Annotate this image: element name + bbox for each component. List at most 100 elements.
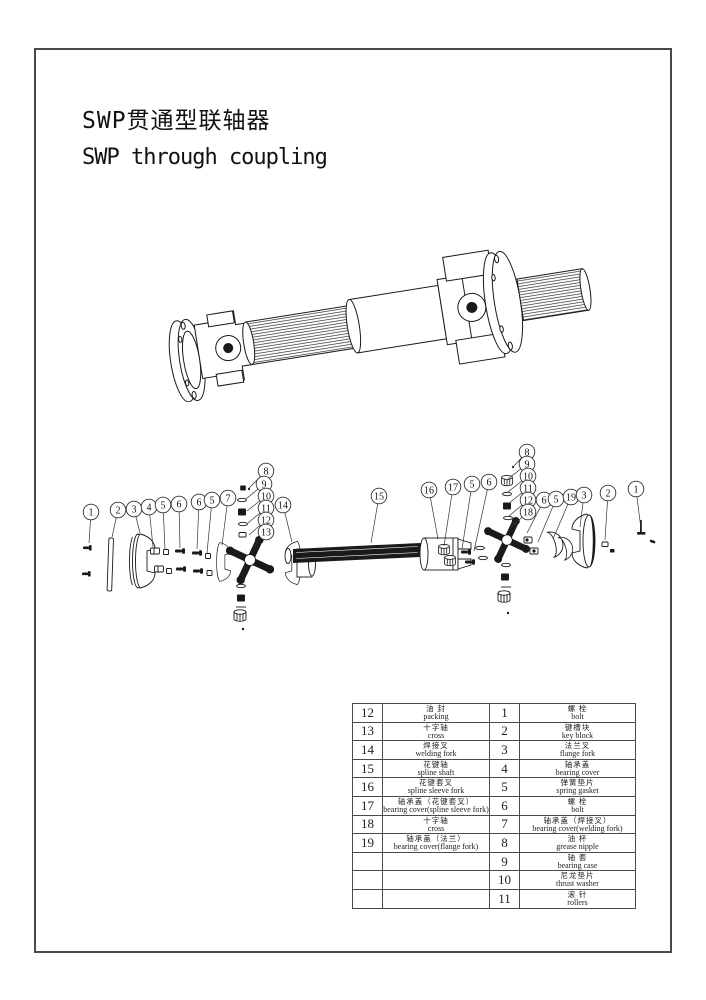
part-number-cell: 19 [352, 833, 383, 853]
part-name-cell [382, 870, 490, 890]
part-number-cell: 10 [489, 870, 520, 890]
part-name-en: grease nipple [556, 842, 599, 852]
callout-1: 1 [627, 480, 645, 530]
part-number-cell: 3 [489, 740, 520, 760]
part-number-cell: 4 [489, 758, 520, 779]
svg-text:5: 5 [210, 496, 215, 507]
title-english: SWP through coupling [82, 145, 328, 170]
svg-text:6: 6 [542, 496, 547, 507]
callout-3: 3 [575, 486, 593, 528]
svg-text:7: 7 [226, 494, 231, 505]
part-name-cell: 轴承盖（花键套叉）bearing cover(spline sleeve for… [382, 795, 490, 816]
callout-13: 13 [252, 523, 275, 549]
part-number-cell: 12 [352, 703, 383, 723]
part-name-zh: 花键套叉 [419, 778, 453, 788]
part-name-en: bolt [571, 805, 584, 815]
svg-text:14: 14 [278, 501, 288, 512]
part-name-en: thrust washer [556, 879, 599, 889]
svg-text:6: 6 [197, 498, 202, 509]
callout-5: 5 [461, 475, 481, 550]
svg-text:10: 10 [523, 472, 533, 483]
part-number-cell: 2 [489, 721, 520, 742]
callout-2: 2 [599, 484, 617, 541]
part-name-cell: 轴承盖（法兰）bearing cover(flange fork) [382, 833, 490, 853]
callout-1: 1 [82, 503, 100, 544]
part-name-en: cross [427, 730, 445, 740]
callout-10: 10 [246, 487, 275, 512]
svg-text:6: 6 [177, 500, 182, 511]
part-name-en: flange fork [559, 749, 596, 759]
svg-text:15: 15 [374, 492, 384, 503]
callout-3: 3 [125, 500, 143, 534]
svg-text:2: 2 [606, 489, 611, 500]
part-name-zh: 键槽块 [564, 722, 591, 732]
callout-9: 9 [245, 475, 273, 500]
part-name-en: bearing cover(flange fork) [393, 842, 479, 852]
part-number-cell [352, 851, 383, 872]
part-name-en: bearing cover [555, 767, 600, 777]
part-name-en: key block [561, 730, 594, 740]
part-name-zh: 轴承盖（法兰） [406, 834, 466, 844]
page-title: SWP贯通型联轴器 SWP through coupling [82, 104, 328, 178]
part-number-cell: 14 [352, 740, 383, 760]
part-number-cell: 1 [489, 703, 520, 723]
part-name-en: bearing case [557, 860, 598, 870]
svg-text:18: 18 [523, 508, 533, 519]
callout-11: 11 [247, 499, 275, 524]
callout-10: 10 [507, 467, 537, 493]
part-number-cell: 13 [352, 721, 383, 742]
part-number-cell: 16 [352, 777, 383, 797]
part-number-cell: 8 [489, 833, 520, 853]
svg-text:5: 5 [161, 501, 166, 512]
part-bolt-left [82, 545, 92, 577]
part-key-block-left [106, 537, 114, 592]
part-key-block-right [601, 541, 615, 553]
part-bearing-covers-left [150, 547, 172, 574]
svg-text:3: 3 [582, 491, 587, 502]
svg-text:3: 3 [132, 505, 137, 516]
part-number-cell: 18 [352, 814, 383, 835]
part-flange-fork-right [571, 513, 596, 569]
part-name-en: spline sleeve fork [407, 786, 465, 796]
svg-text:12: 12 [523, 496, 533, 507]
part-name-zh: 尼龙垫片 [560, 871, 595, 881]
part-number-cell: 5 [489, 777, 520, 797]
callout-5: 5 [537, 490, 565, 543]
part-number-cell: 6 [489, 795, 520, 816]
title-chinese: SWP贯通型联轴器 [82, 108, 271, 134]
svg-text:17: 17 [448, 483, 458, 494]
callout-16: 16 [420, 481, 439, 540]
svg-text:5: 5 [470, 480, 475, 491]
svg-text:2: 2 [116, 506, 121, 517]
part-name-zh: 十字轴 [423, 815, 449, 825]
svg-text:9: 9 [525, 460, 530, 471]
part-name-en: spring gasket [556, 786, 599, 796]
svg-text:10: 10 [261, 492, 271, 503]
part-cross-left [214, 524, 286, 596]
svg-text:19: 19 [566, 493, 576, 504]
callout-18: 18 [510, 503, 537, 528]
svg-text:11: 11 [523, 484, 533, 495]
page-border-frame [34, 48, 672, 953]
part-bearing-cover-shells [546, 528, 576, 561]
svg-text:8: 8 [525, 448, 530, 459]
part-name-en: packing [423, 712, 449, 722]
